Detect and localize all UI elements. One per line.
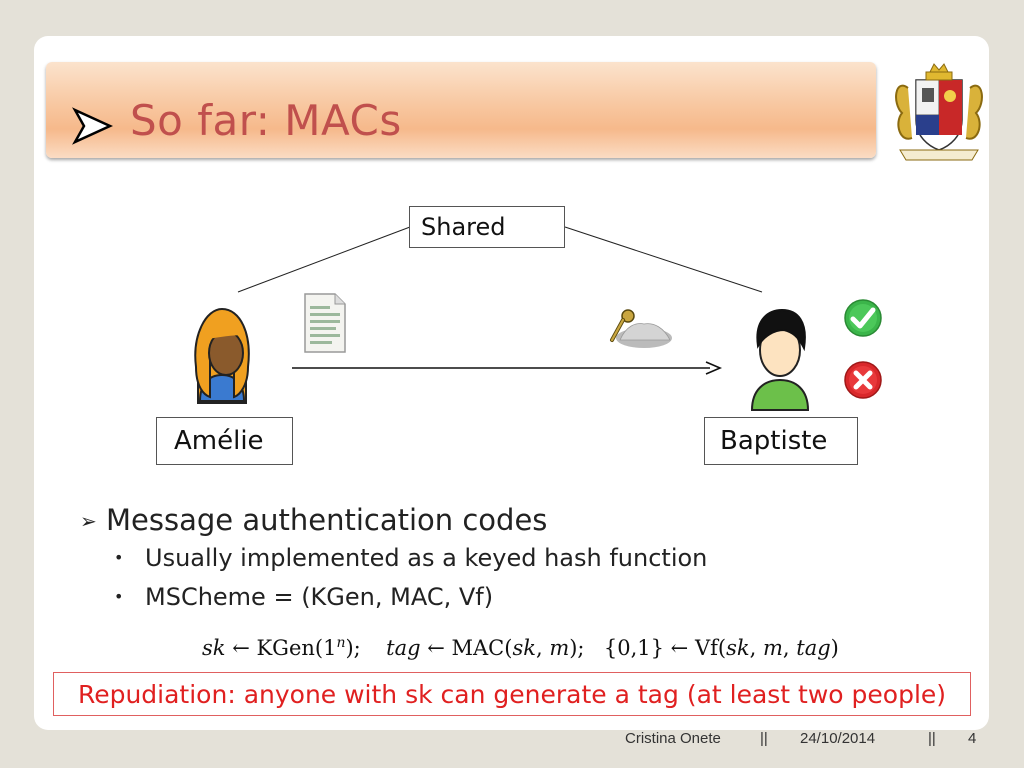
sender-label-box: Amélie <box>156 417 293 465</box>
title-arrow-icon <box>72 107 114 145</box>
sender-label: Amélie <box>174 426 264 456</box>
connector-line-left <box>237 226 411 293</box>
bullet-arrow-icon: ➢ <box>80 509 97 533</box>
formula-mac-end: ); <box>569 636 585 660</box>
message-arrow-head <box>705 361 723 375</box>
cross-icon <box>844 361 882 399</box>
formula-vf-end: ) <box>830 636 839 660</box>
shared-key-label: Shared <box>421 213 506 241</box>
footer-author: Cristina Onete <box>625 730 721 747</box>
bullet-main: ➢ Message authentication codes <box>80 503 547 537</box>
receiver-label: Baptiste <box>720 426 828 456</box>
check-icon <box>844 299 882 337</box>
formula-tag2: tag <box>796 636 831 660</box>
bullet-sub-2-text: MSCheme = (KGen, MAC, Vf) <box>145 583 494 611</box>
formula-comma3: , <box>782 636 797 660</box>
formula-m: m <box>549 636 570 660</box>
bullet-sub-1-text: Usually implemented as a keyed hash func… <box>145 544 708 572</box>
formula-kgen: ← KGen(1 <box>232 636 337 660</box>
slide-title: So far: MACs <box>130 96 402 145</box>
crest-logo <box>895 63 983 161</box>
repudiation-text: Repudiation: anyone with sk can generate… <box>77 679 947 709</box>
receiver-label-box: Baptiste <box>704 417 858 465</box>
bullet-sub-2: • MSCheme = (KGen, MAC, Vf) <box>114 583 493 611</box>
formula-sk: sk <box>202 636 226 660</box>
formula-set: {0,1} ← Vf( <box>603 636 727 660</box>
page-number: 4 <box>968 730 977 747</box>
footer-separator-1: || <box>760 730 768 747</box>
bullet-dot-icon: • <box>114 548 124 567</box>
formula-m2: m <box>762 636 783 660</box>
formula-tag: tag <box>386 636 421 660</box>
footer-date: 24/10/2014 <box>800 730 876 747</box>
connector-line-right <box>564 226 763 293</box>
hashed-key-icon <box>610 309 672 348</box>
person-female-icon <box>194 307 250 404</box>
scheme-formula: sk ← KGen(1n); tag ← MAC(sk, m); {0,1} ←… <box>202 632 839 660</box>
bullet-main-text: Message authentication codes <box>106 503 548 537</box>
formula-n: n <box>336 635 346 651</box>
title-bar <box>46 62 876 158</box>
formula-mac: ← MAC( <box>427 636 513 660</box>
repudiation-note: Repudiation: anyone with sk can generate… <box>53 672 971 716</box>
shared-key-label-box: Shared <box>409 206 565 248</box>
document-icon <box>304 293 346 353</box>
bullet-sub-1: • Usually implemented as a keyed hash fun… <box>114 544 707 572</box>
formula-kgen-end: ); <box>345 636 361 660</box>
formula-sk3: sk <box>726 636 750 660</box>
bullet-dot-icon: • <box>114 587 124 606</box>
formula-comma1: , <box>535 636 550 660</box>
formula-sk2: sk <box>512 636 536 660</box>
formula-comma2: , <box>749 636 763 660</box>
person-male-icon <box>750 308 810 411</box>
footer-separator-2: || <box>928 730 936 747</box>
